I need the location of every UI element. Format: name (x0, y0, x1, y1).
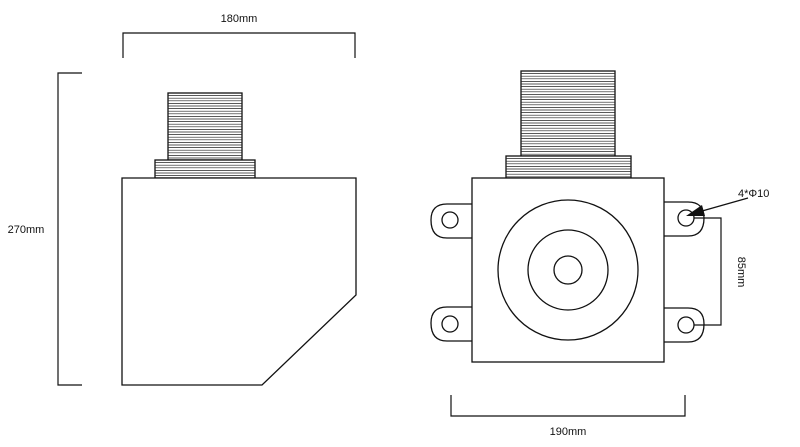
dim-85-hole-spacing: 85mm (694, 217, 747, 326)
side-nozzle-threads (168, 95, 242, 159)
side-body (121, 177, 357, 386)
side-view (121, 92, 357, 386)
hole-bottom-right (677, 316, 695, 334)
front-nozzle (520, 70, 616, 157)
front-collar-threads (506, 158, 631, 178)
dim-180-side-width: 180mm (122, 13, 356, 58)
front-view (430, 70, 705, 363)
dim-190-front-width: 190mm (450, 395, 686, 438)
front-nozzle-threads (521, 73, 615, 155)
hole-bottom-left (441, 315, 459, 333)
dim-label-hole-spacing: 85mm (735, 257, 747, 288)
front-collar (505, 155, 632, 179)
dim-270-height: 270mm (8, 72, 82, 386)
hole-spec-label: 4*Φ10 (738, 188, 769, 200)
callout-arrowhead (686, 205, 705, 216)
dim-label-front-width: 190mm (550, 426, 587, 438)
inner-ring (553, 255, 583, 285)
dim-label-height: 270mm (8, 224, 45, 236)
side-collar-threads (155, 162, 255, 176)
hole-callout: 4*Φ10 (686, 188, 769, 216)
hole-top-left (441, 211, 459, 229)
dim-label-side-width: 180mm (221, 13, 258, 25)
